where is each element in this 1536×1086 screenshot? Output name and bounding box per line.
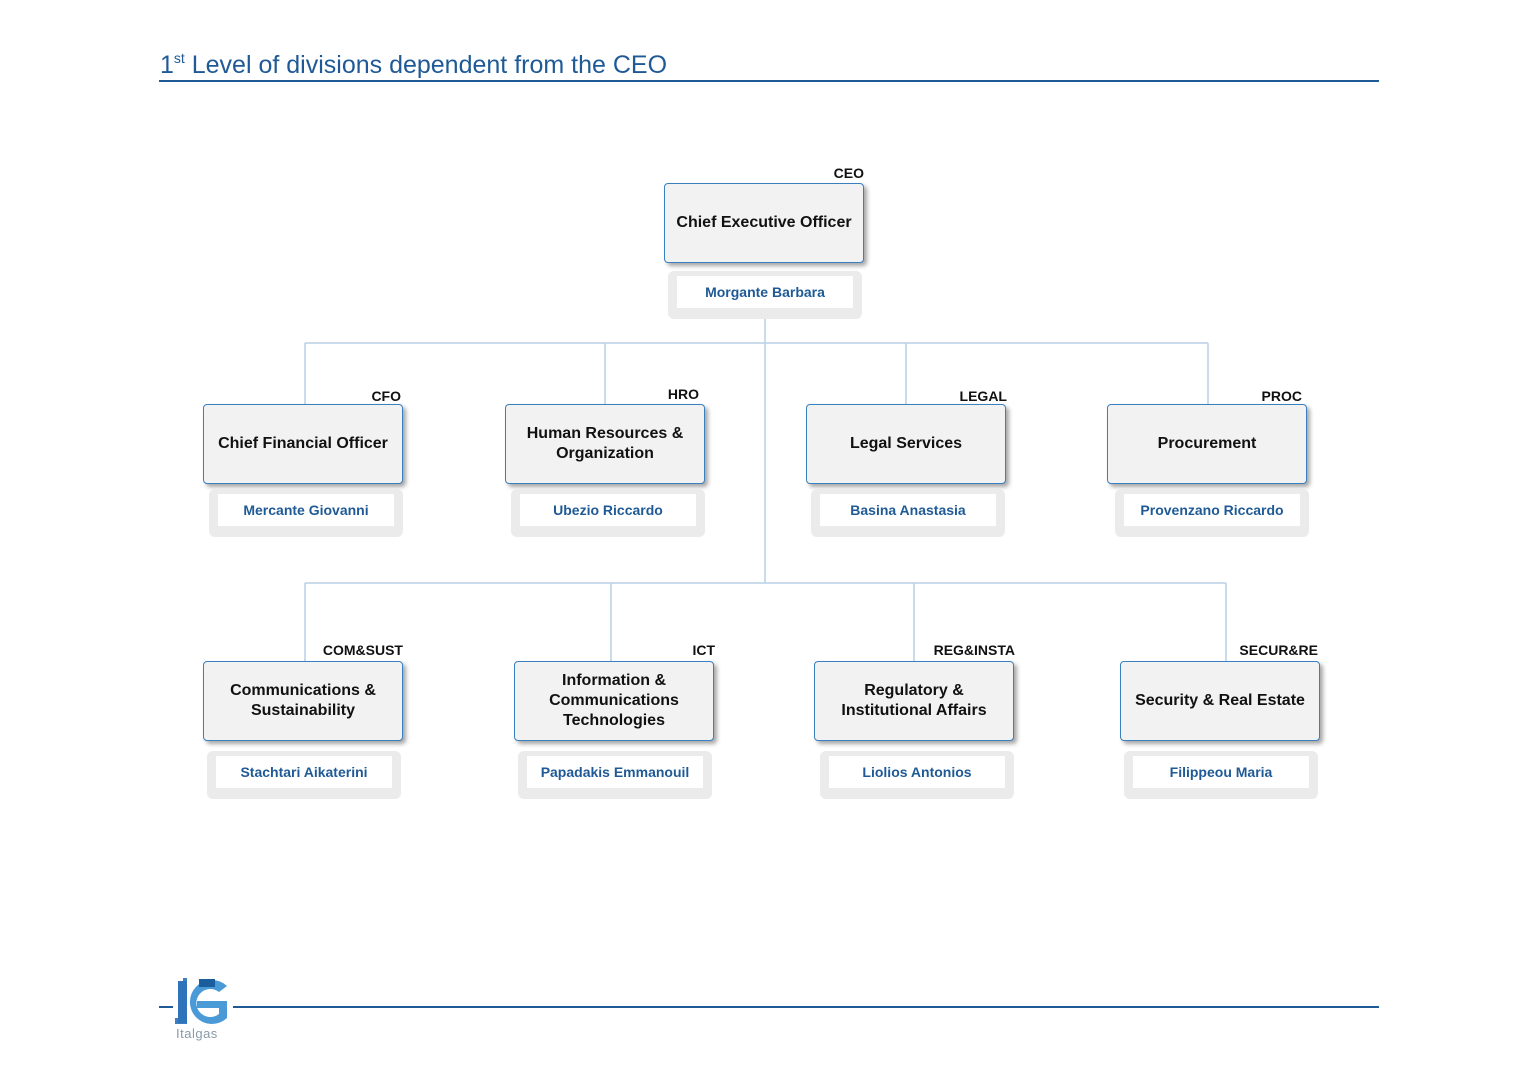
reginsta-name: Liolios Antonios xyxy=(829,756,1005,788)
proc-box[interactable]: Procurement xyxy=(1107,404,1307,484)
ict-namecard: Papadakis Emmanouil xyxy=(518,751,712,799)
proc-namecard: Provenzano Riccardo xyxy=(1115,489,1309,537)
hro-code: HRO xyxy=(667,386,699,402)
proc-code: PROC xyxy=(1261,388,1302,404)
reginsta-namecard: Liolios Antonios xyxy=(820,751,1014,799)
legal-namecard: Basina Anastasia xyxy=(811,489,1005,537)
comsust-box[interactable]: Communications & Sustainability xyxy=(203,661,403,741)
legal-box[interactable]: Legal Services xyxy=(806,404,1006,484)
comsust-code: COM&SUST xyxy=(322,642,403,658)
italgas-logo-text: Italgas xyxy=(176,1026,218,1041)
proc-name: Provenzano Riccardo xyxy=(1124,494,1300,526)
legal-code: LEGAL xyxy=(959,388,1007,404)
comsust-name: Stachtari Aikaterini xyxy=(216,756,392,788)
footer-rule xyxy=(233,1006,1379,1008)
securre-name: Filippeou Maria xyxy=(1133,756,1309,788)
footer-rule-left xyxy=(159,1006,173,1008)
reginsta-code: REG&INSTA xyxy=(933,642,1015,658)
title-underline xyxy=(159,80,1379,82)
ict-name: Papadakis Emmanouil xyxy=(527,756,703,788)
comsust-namecard: Stachtari Aikaterini xyxy=(207,751,401,799)
securre-box[interactable]: Security & Real Estate xyxy=(1120,661,1320,741)
legal-name: Basina Anastasia xyxy=(820,494,996,526)
hro-name: Ubezio Riccardo xyxy=(520,494,696,526)
cfo-name: Mercante Giovanni xyxy=(218,494,394,526)
securre-namecard: Filippeou Maria xyxy=(1124,751,1318,799)
ceo-box[interactable]: Chief Executive Officer xyxy=(664,183,864,263)
cfo-code: CFO xyxy=(371,388,401,404)
ict-box[interactable]: Information & Communications Technologie… xyxy=(514,661,714,741)
cfo-box[interactable]: Chief Financial Officer xyxy=(203,404,403,484)
ceo-code: CEO xyxy=(833,165,864,181)
cfo-namecard: Mercante Giovanni xyxy=(209,489,403,537)
hro-box[interactable]: Human Resources & Organization xyxy=(505,404,705,484)
ceo-name: Morgante Barbara xyxy=(677,276,853,308)
ceo-namecard: Morgante Barbara xyxy=(668,271,862,319)
italgas-logo-icon xyxy=(175,978,227,1024)
hro-namecard: Ubezio Riccardo xyxy=(511,489,705,537)
securre-code: SECUR&RE xyxy=(1239,642,1318,658)
page-title: 1st Level of divisions dependent from th… xyxy=(160,50,668,79)
ict-code: ICT xyxy=(692,642,715,658)
reginsta-box[interactable]: Regulatory & Institutional Affairs xyxy=(814,661,1014,741)
